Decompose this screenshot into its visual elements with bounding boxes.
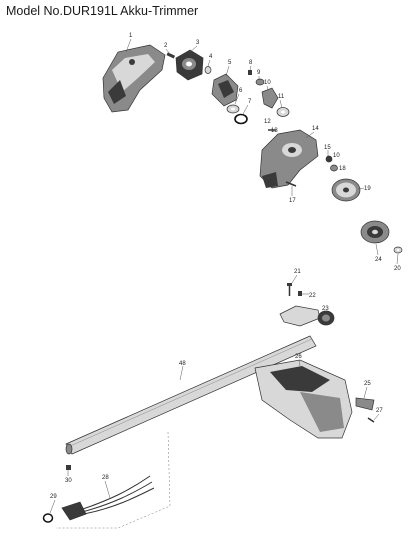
callout-6: 6 [239,88,243,94]
callout-2: 2 [164,43,168,49]
part-7-o-ring [234,113,248,125]
part-17-screw [285,181,297,187]
sub-assembly-outline [56,431,171,529]
callout-24: 24 [375,257,382,263]
part-20-washer [393,246,403,254]
part-8-screw [248,70,252,75]
callout-8: 8 [249,60,253,66]
callout-12: 12 [264,119,271,125]
callout-29: 29 [50,494,57,500]
callout-48: 48 [179,361,186,367]
part-48-shaft [65,335,317,455]
callout-27: 27 [376,408,383,414]
part-6-washer [226,104,240,114]
part-30-nut [66,465,71,470]
part-26-guard [254,359,353,439]
part-28-wire-harness [61,475,155,521]
part-4-ring [204,66,212,74]
part-21-bolt [287,283,292,296]
callout-10b: 10 [333,153,340,159]
part-19-disc [331,178,361,202]
part-3-stator [175,49,204,81]
leader-lines [49,38,399,514]
callout-5: 5 [228,60,232,66]
callout-18: 18 [339,166,346,172]
callout-21: 21 [294,269,301,275]
callout-26: 26 [295,354,302,360]
part-2-screw [166,52,176,59]
part-10-gear [261,87,279,109]
callout-30: 30 [65,478,72,484]
part-1-housing [102,44,166,113]
part-5-rotor [211,73,239,107]
part-11-washer [276,107,290,117]
part-24-blade-holder [360,220,390,244]
callout-1: 1 [129,33,133,39]
part-15-bearing [325,155,333,163]
callout-7: 7 [248,99,252,105]
callout-23: 23 [322,306,329,312]
part-25-cutter [355,397,375,411]
callout-22: 22 [309,293,316,299]
part-23-handle-mount [279,305,335,327]
callout-9: 9 [257,70,261,76]
part-27-screw [367,417,375,423]
callout-25: 25 [364,381,371,387]
callout-4: 4 [209,54,213,60]
callout-15: 15 [324,145,331,151]
callout-28: 28 [102,475,109,481]
callout-numbers: 1 2 3 4 5 6 7 8 9 10 11 12 13 14 15 10 1… [50,33,401,500]
part-29-o-ring [42,513,54,523]
callout-14: 14 [312,126,319,132]
callout-3: 3 [196,40,200,46]
part-9-nut [255,78,265,86]
callout-20: 20 [394,266,401,272]
part-22-collar [298,291,302,296]
callout-11: 11 [278,94,285,100]
callout-19: 19 [364,186,371,192]
callout-10a: 10 [264,80,271,86]
part-14-gear-housing [259,129,319,189]
diagram-title: Model No.DUR191L Akku-Trimmer [6,4,199,18]
callout-17: 17 [289,198,296,204]
callout-13: 13 [271,128,278,134]
part-18-nut [330,164,338,172]
